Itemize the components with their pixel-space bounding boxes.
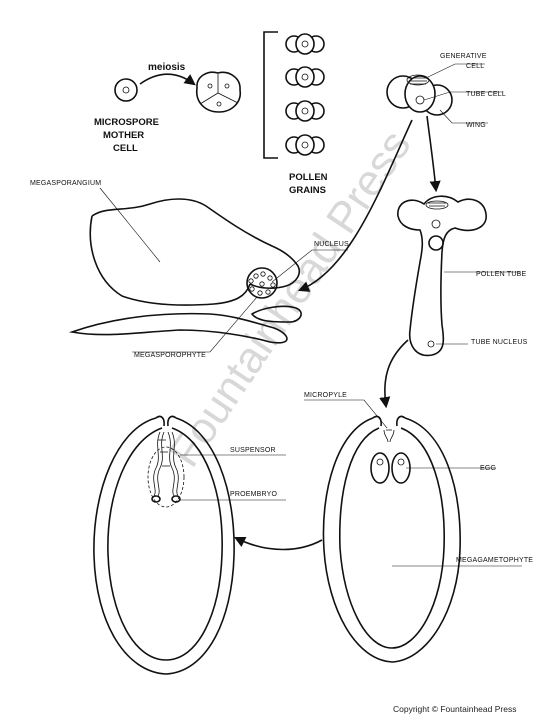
suspensor-label: SUSPENSOR [230, 447, 276, 454]
tetrad [195, 71, 242, 113]
arrow-tube-to-ovule [379, 339, 409, 409]
micropyle-leader [304, 399, 388, 429]
nucleus-leader [271, 249, 348, 283]
ovule-right-drawing [322, 415, 461, 663]
wing-leader [439, 109, 488, 124]
wing-label: WING [466, 122, 486, 129]
pollen-grain-large [386, 74, 453, 116]
arrow-ovule-to-embryo [233, 536, 323, 551]
microspore-label-3: CELL [113, 143, 138, 154]
pollen-tube-label: POLLEN TUBE [476, 271, 526, 278]
tube-cell-leader [423, 91, 503, 101]
micropyle-label: MICROPYLE [304, 392, 347, 399]
meiosis-label: meiosis [148, 62, 186, 73]
megasporophyte-leader [132, 296, 258, 353]
egg-label: EGG [480, 465, 496, 472]
pollen-grain-4 [285, 134, 325, 156]
pollen-tube-drawing [397, 195, 487, 357]
generative-cell-leader [427, 63, 485, 78]
proembryo-label: PROEMBRYO [230, 491, 278, 498]
arrow-pollen-to-ovule [297, 119, 413, 292]
ovule-left-drawing [93, 415, 235, 675]
generative-cell-label-1: GENERATIVE [440, 53, 487, 60]
pollen-bracket [263, 31, 278, 159]
microspore-mother-cell [114, 78, 138, 102]
tube-nucleus-label: TUBE NUCLEUS [471, 339, 528, 346]
copyright-text: Copyright © Fountainhead Press [393, 704, 516, 714]
pollen-label-1: POLLEN [289, 172, 328, 183]
microspore-label-1: MICROSPORE [94, 117, 159, 128]
megasporangium-drawing [68, 198, 302, 344]
pollen-grain-3 [285, 100, 325, 122]
megasporangium-label: MEGASPORANGIUM [30, 180, 101, 187]
microspore-label-2: MOTHER [103, 130, 144, 141]
pollen-grain-1 [285, 33, 325, 55]
nucleus-label: NUCLEUS [314, 241, 349, 248]
arrow-pollen-to-tube [426, 115, 441, 193]
megagametophyte-label: MEGAGAMETOPHYTE [456, 557, 533, 564]
meiosis-arrow [139, 73, 196, 86]
pollen-grain-2 [285, 66, 325, 88]
pollen-label-2: GRAINS [289, 185, 326, 196]
tube-cell-label: TUBE CELL [466, 91, 506, 98]
megasporangium-leader [99, 187, 161, 263]
generative-cell-label-2: CELL [466, 63, 484, 70]
megasporophyte-label: MEGASPOROPHYTE [134, 352, 206, 359]
